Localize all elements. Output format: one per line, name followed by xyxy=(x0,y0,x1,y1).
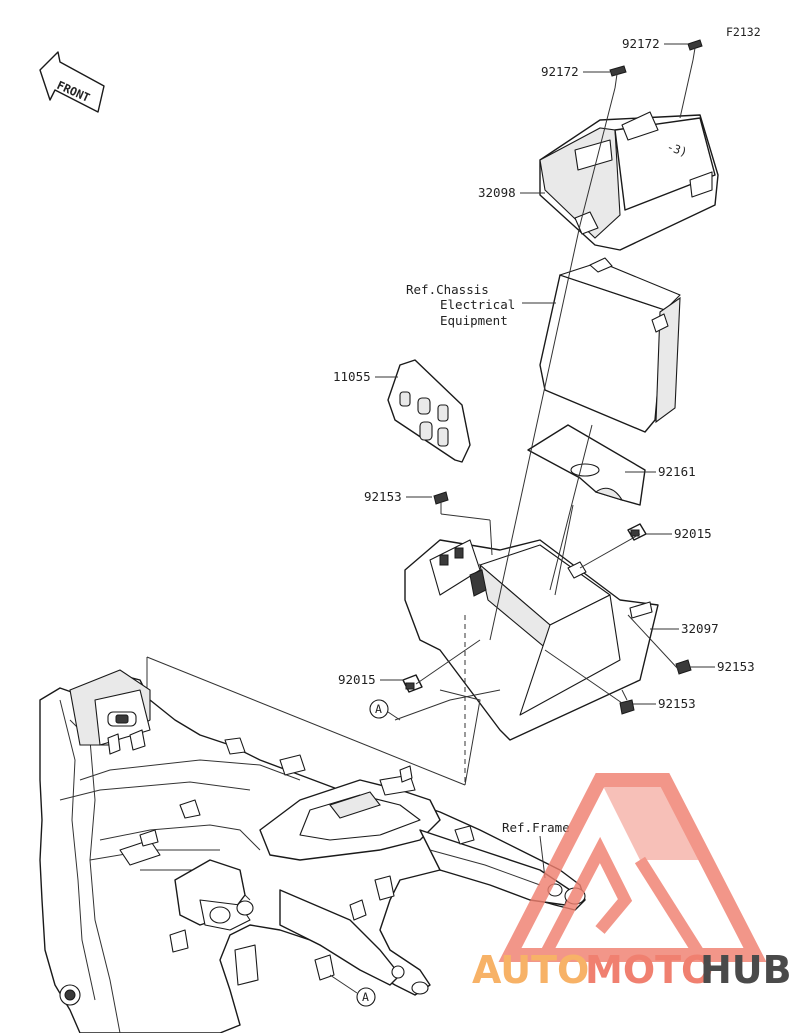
callout-92153-right: 92153 xyxy=(717,659,755,674)
front-arrow-icon: FRONT xyxy=(39,51,105,113)
callout-11055: 11055 xyxy=(333,369,371,384)
ref-frame-label: Ref.Frame xyxy=(502,820,570,835)
nut-92015-left xyxy=(402,674,423,693)
callout-92015-left: 92015 xyxy=(338,672,376,687)
battery-case-32097 xyxy=(404,539,659,741)
bolt-92153-bottom xyxy=(619,689,635,715)
watermark-triangle-icon xyxy=(498,773,767,962)
bracket-plate-11055 xyxy=(387,359,471,463)
svg-text:A: A xyxy=(362,990,369,1004)
ref-chassis-line2: Electrical xyxy=(440,297,515,312)
screw-92172-left xyxy=(579,65,627,226)
callout-92172-top: 92172 xyxy=(622,36,660,51)
callout-92172-left: 92172 xyxy=(541,64,579,79)
marker-a-lower: A xyxy=(329,974,376,1007)
screw-92172-top xyxy=(679,39,703,119)
battery-cover-32098: -3) xyxy=(539,111,719,251)
rubber-pad-92161 xyxy=(527,424,646,506)
svg-text:-3): -3) xyxy=(665,140,689,160)
bolt-92153-right xyxy=(675,659,692,675)
watermark-hub: HUB xyxy=(700,948,792,992)
callout-32097: 32097 xyxy=(681,621,719,636)
callouts: 92172 92172 32098 Ref.Chassis Electrical… xyxy=(333,36,755,879)
watermark-moto: MOTO xyxy=(585,948,713,992)
ref-chassis-line1: Ref.Chassis xyxy=(406,282,489,297)
callout-32098: 32098 xyxy=(478,185,516,200)
callout-92161: 92161 xyxy=(658,464,696,479)
callout-92153-top: 92153 xyxy=(364,489,402,504)
watermark-auto: AUTO xyxy=(472,948,589,992)
watermark-logo xyxy=(498,773,767,962)
callout-92153-bottom: 92153 xyxy=(658,696,696,711)
marker-a-upper: A xyxy=(369,699,401,721)
battery-ref-chassis xyxy=(539,257,681,433)
motorcycle-frame xyxy=(39,669,586,1033)
svg-text:A: A xyxy=(375,702,382,716)
ref-chassis-line3: Equipment xyxy=(440,313,508,328)
bolt-92153-top xyxy=(433,491,449,514)
callout-92015-right: 92015 xyxy=(674,526,712,541)
nut-92015-right xyxy=(627,523,647,541)
figure-code: F2132 xyxy=(726,25,761,39)
